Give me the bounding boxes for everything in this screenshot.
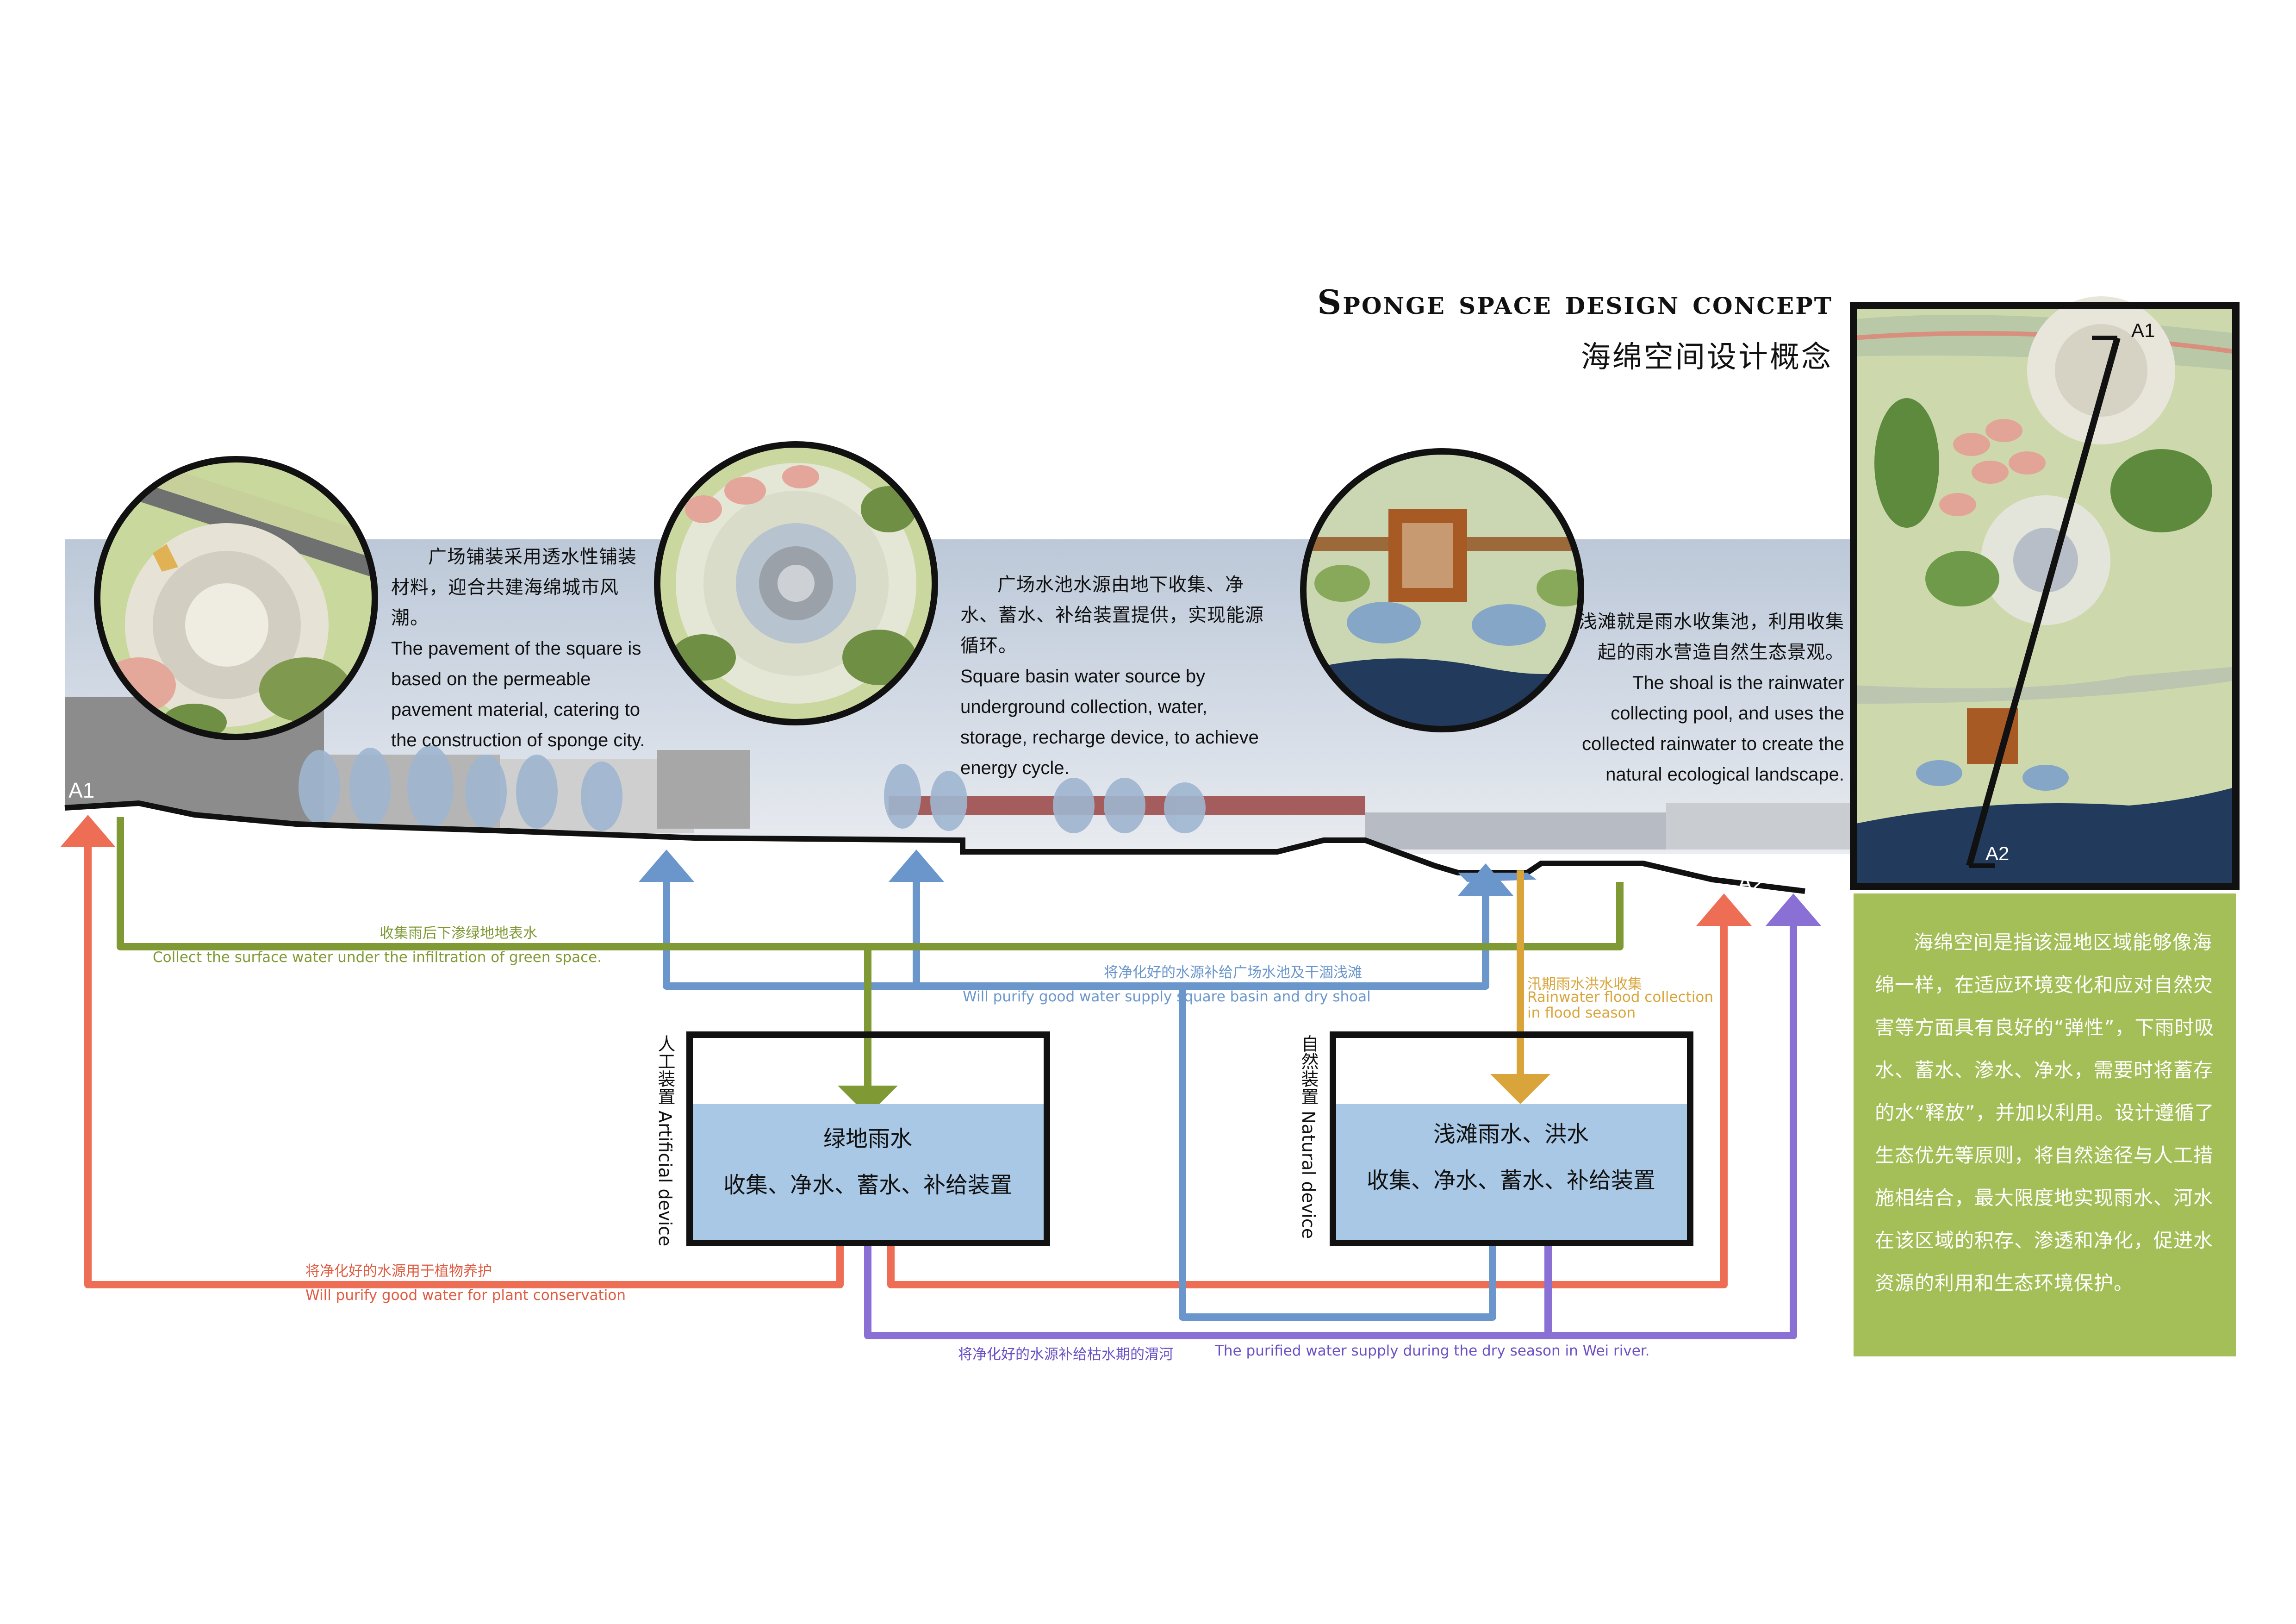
callout-plaza-paving: 广场铺装采用透水性铺装材料，迎合共建海绵城市风潮。 The pavement o… xyxy=(391,542,650,756)
detail-circle-shoal xyxy=(1303,451,1581,729)
red-flow-label-cn: 将净化好的水源用于植物养护 xyxy=(305,1263,492,1280)
purple-flow-label-en: The purified water supply during the dry… xyxy=(1215,1343,1650,1359)
blue-flow xyxy=(663,868,1496,1321)
callout-square-basin-cn: 广场水池水源由地下收集、净水、蓄水、补给装置提供，实现能源循环。 xyxy=(960,575,1264,656)
artificial-device-line1: 绿地雨水 xyxy=(823,1126,912,1152)
purple-arrow-head xyxy=(1766,893,1821,926)
natural-device-line1: 浅滩雨水、洪水 xyxy=(1433,1121,1589,1147)
red-flow-label-en: Will purify good water for plant conserv… xyxy=(305,1287,626,1304)
red-flow xyxy=(84,826,1728,1288)
red-arrow-head-right xyxy=(1696,893,1752,926)
section-profile-line xyxy=(64,800,1805,894)
map-marker-a2: A2 xyxy=(1985,843,2010,864)
callout-square-basin-en: Square basin water source by underground… xyxy=(960,666,1259,778)
natural-device-box xyxy=(1330,1031,1693,1246)
description-text: 海绵空间是指该湿地区域能够像海绵一样，在适应环境变化和应对自然灾害等方面具有良好… xyxy=(1875,931,2215,1294)
yellow-flow-label-cn: 汛期雨水洪水收集 xyxy=(1527,976,1642,993)
marker-a1: A1 xyxy=(68,778,95,802)
blue-arrow-head-3 xyxy=(1458,863,1513,896)
callout-plaza-paving-cn: 广场铺装采用透水性铺装材料，迎合共建海绵城市风潮。 xyxy=(391,547,637,628)
site-plan-map xyxy=(1850,296,2240,890)
purple-flow-label-cn: 将净化好的水源补给枯水期的渭河 xyxy=(958,1346,1173,1363)
artificial-device-side-label: 人工装置 Artificial device xyxy=(655,1035,675,1247)
detail-circle-plaza-paving xyxy=(97,459,375,737)
yellow-flow-label-en-2: in flood season xyxy=(1527,1005,1636,1021)
title-chinese: 海绵空间设计概念 xyxy=(1581,340,1833,375)
blue-flow-label-en: Will purify good water supply square bas… xyxy=(963,988,1371,1005)
red-arrow-head-left xyxy=(60,815,116,847)
callout-shoal-cn: 浅滩就是雨水收集池，利用收集起的雨水营造自然生态景观。 xyxy=(1579,612,1844,662)
green-flow xyxy=(117,817,1624,1097)
blue-flow-label-cn: 将净化好的水源补给广场水池及干涸浅滩 xyxy=(1104,964,1362,981)
callout-shoal-en: The shoal is the rainwater collecting po… xyxy=(1582,673,1844,785)
blue-arrow-head-2 xyxy=(889,849,944,882)
green-flow-label-cn: 收集雨后下渗绿地地表水 xyxy=(380,925,537,942)
green-arrow-head xyxy=(838,1086,898,1116)
natural-device-line2: 收集、净水、蓄水、补给装置 xyxy=(1366,1168,1655,1193)
natural-device-side-label: 自然装置 Natural device xyxy=(1298,1035,1319,1239)
map-marker-a1: A1 xyxy=(2131,319,2155,341)
marker-a2: A2 xyxy=(1738,871,1764,895)
green-flow-label-en: Collect the surface water under the infi… xyxy=(153,949,602,966)
callout-plaza-paving-en: The pavement of the square is based on t… xyxy=(391,638,645,750)
tree-row xyxy=(299,745,1206,833)
artificial-device-box xyxy=(686,1031,1050,1246)
artificial-device-line2: 收集、净水、蓄水、补给装置 xyxy=(723,1172,1012,1198)
callout-shoal: 浅滩就是雨水收集池，利用收集起的雨水营造自然生态景观。 The shoal is… xyxy=(1562,606,1844,790)
yellow-flow-label-en-1: Rainwater flood collection xyxy=(1527,989,1714,1006)
yellow-arrow-head xyxy=(1490,1074,1550,1104)
title-english: Sponge space design concept xyxy=(1317,282,1833,322)
detail-circle-square-basin xyxy=(657,444,935,722)
callout-square-basin: 广场水池水源由地下收集、净水、蓄水、补给装置提供，实现能源循环。 Square … xyxy=(960,569,1266,783)
blue-arrow-head-1 xyxy=(639,849,694,882)
section-cut-line xyxy=(1966,337,2121,867)
description-panel: 海绵空间是指该湿地区域能够像海绵一样，在适应环境变化和应对自然灾害等方面具有良好… xyxy=(1854,893,2236,1356)
